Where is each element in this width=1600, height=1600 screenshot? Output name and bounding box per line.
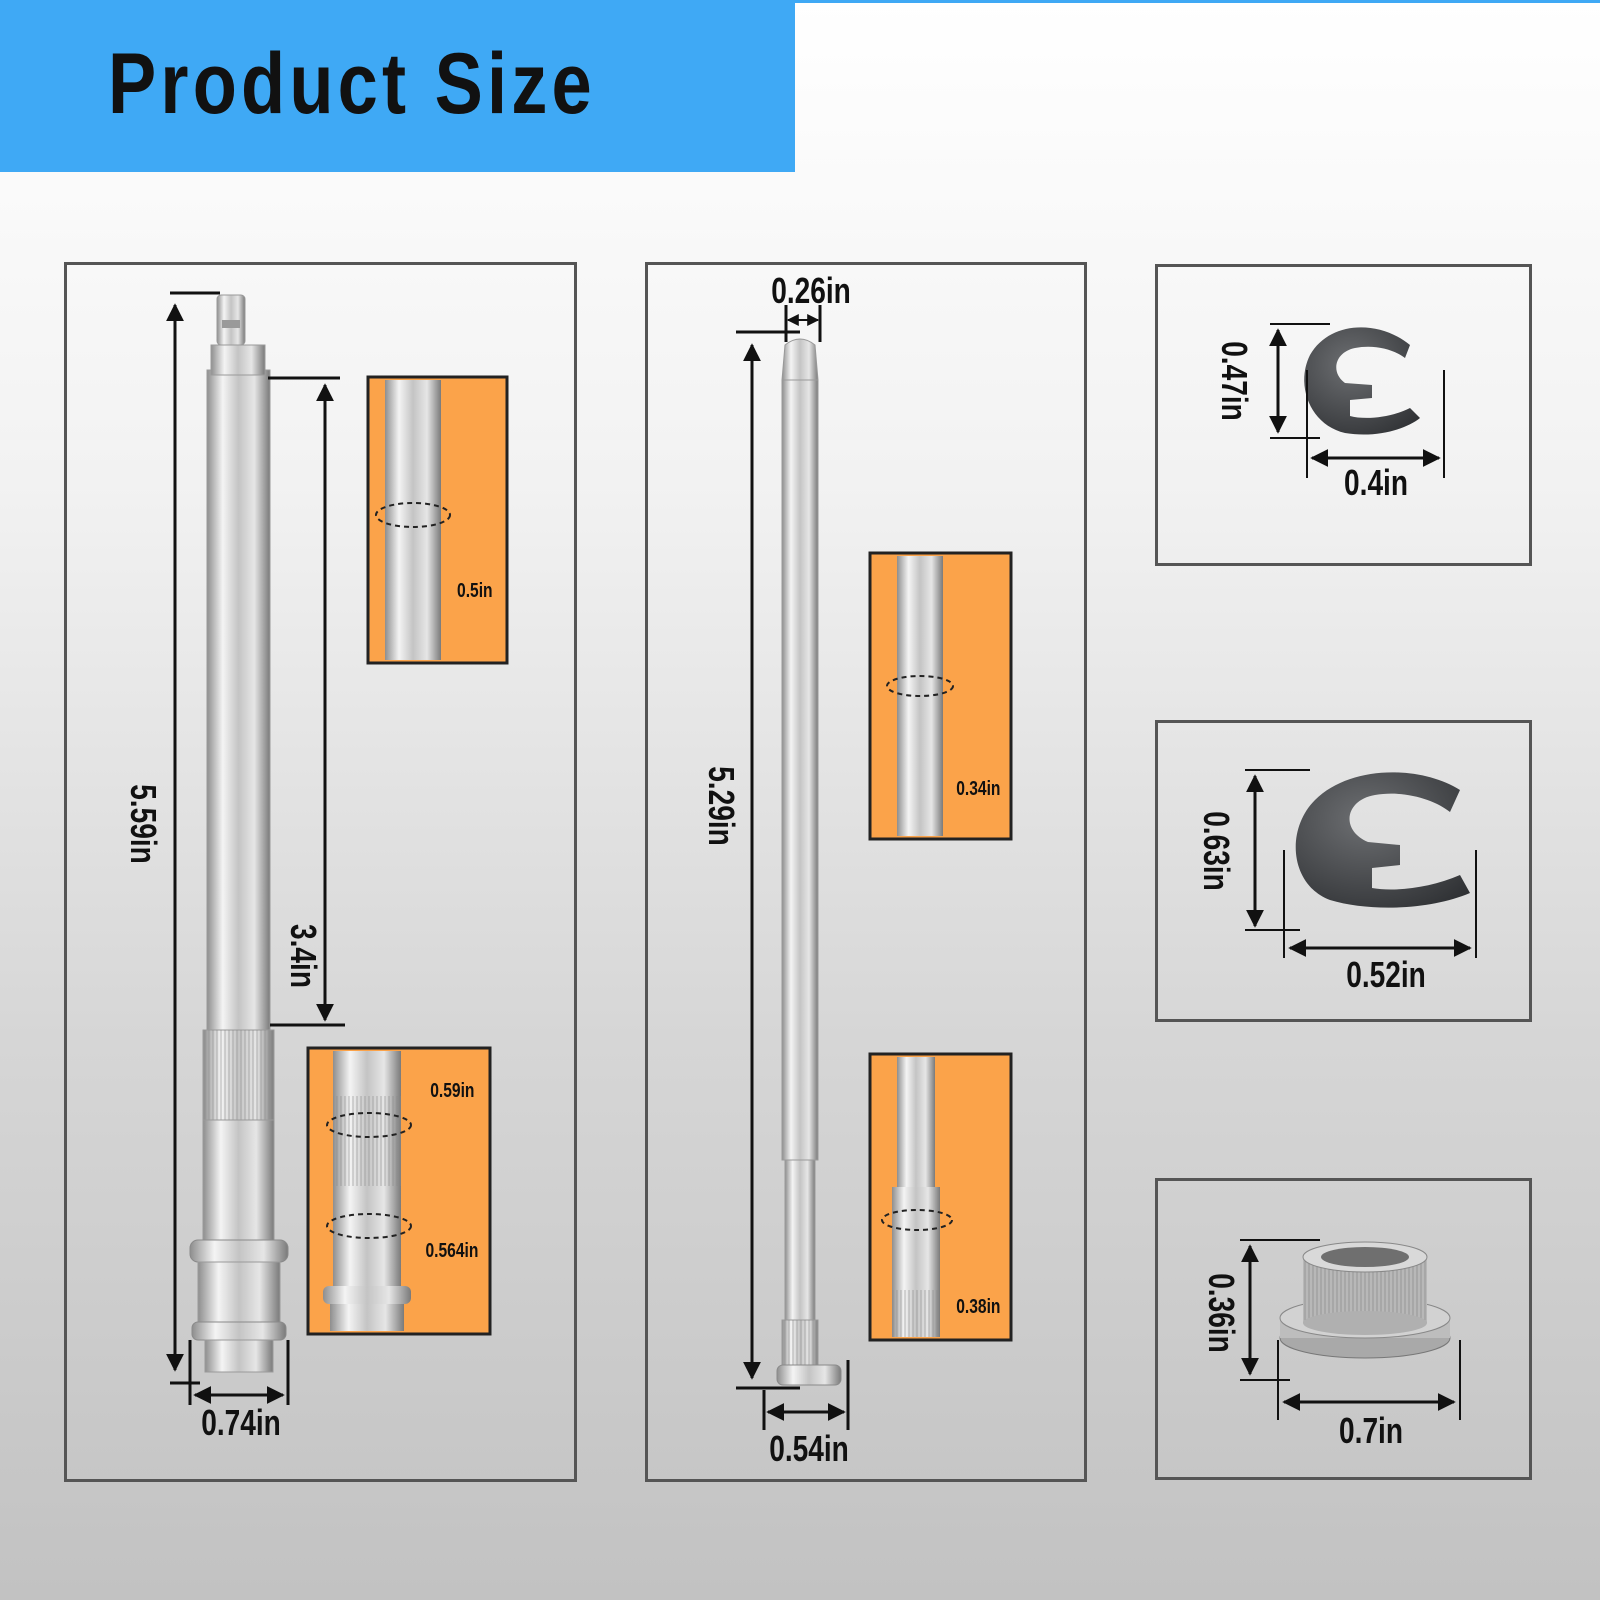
top-accent-line [795,0,1600,3]
small-clip-height-label: 0.47in [1214,341,1256,421]
page-title: Product Size [108,36,596,132]
large-e-clip [1295,772,1470,908]
thin-pin-callout-bottom [868,1052,1013,1342]
long-pin-shoulder-diameter-label: 0.564in [425,1240,479,1262]
long-pin-shaft-length-label: 3.4in [283,924,325,988]
panel-bushing [1155,1178,1532,1480]
long-pin-knurl-diameter-label: 0.59in [430,1080,475,1102]
thin-pin-tip-width-label: 0.26in [771,270,851,311]
panel-large-clip [1155,720,1532,1022]
bushing [1279,1241,1451,1359]
long-pin-length-label: 5.59in [123,784,165,864]
panel-small-clip [1155,264,1532,566]
large-clip-width-label: 0.52in [1346,954,1426,995]
long-hinge-pin [189,294,289,1373]
title-banner: Product Size [0,0,795,172]
panel-long-pin [64,262,577,1482]
thin-pin-length-label: 5.29in [701,766,743,846]
thin-pin-top-diameter-label: 0.34in [956,778,1001,800]
thin-pin-base-width-label: 0.54in [769,1428,849,1469]
panel-thin-pin [645,262,1087,1482]
thin-pin-callout-top [868,551,1013,841]
long-pin-callout-bottom [306,1046,492,1336]
bushing-width-label: 0.7in [1339,1410,1404,1451]
long-pin-callout-top [366,375,509,665]
long-pin-top-diameter-label: 0.5in [457,580,493,602]
small-clip-width-label: 0.4in [1344,462,1409,503]
bushing-height-label: 0.36in [1201,1273,1243,1353]
thin-hinge-pin [776,338,842,1386]
small-e-clip [1304,327,1420,435]
long-pin-base-width-label: 0.74in [201,1402,281,1443]
thin-pin-bottom-diameter-label: 0.38in [956,1296,1001,1318]
large-clip-height-label: 0.63in [1196,811,1238,891]
